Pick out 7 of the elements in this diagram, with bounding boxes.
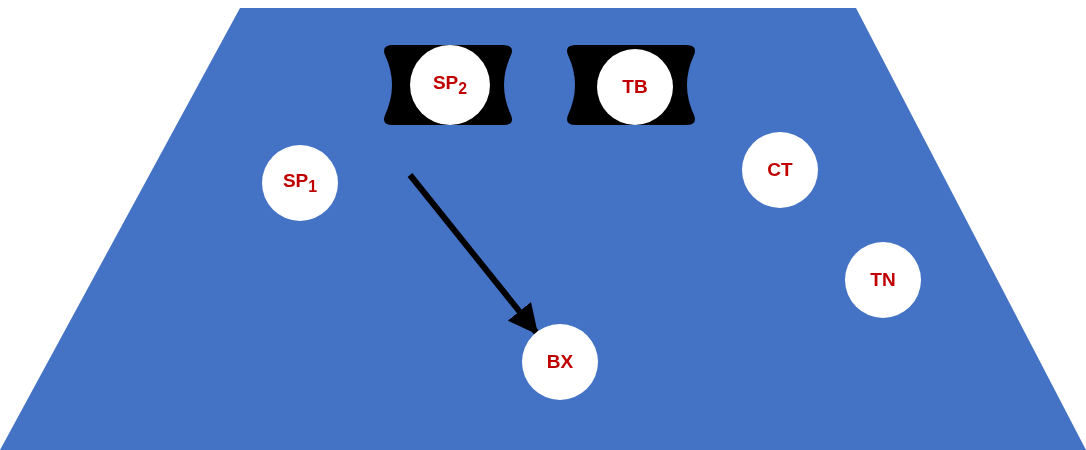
player-label: BX: [546, 351, 574, 373]
player-label: SP$_{1}$: [282, 170, 318, 196]
player-label: TN: [870, 269, 896, 291]
arrow: [407, 173, 539, 335]
player-label: TB: [622, 76, 648, 98]
player-label: CT: [767, 159, 793, 181]
player-label: SP$_{2}$: [432, 72, 468, 98]
